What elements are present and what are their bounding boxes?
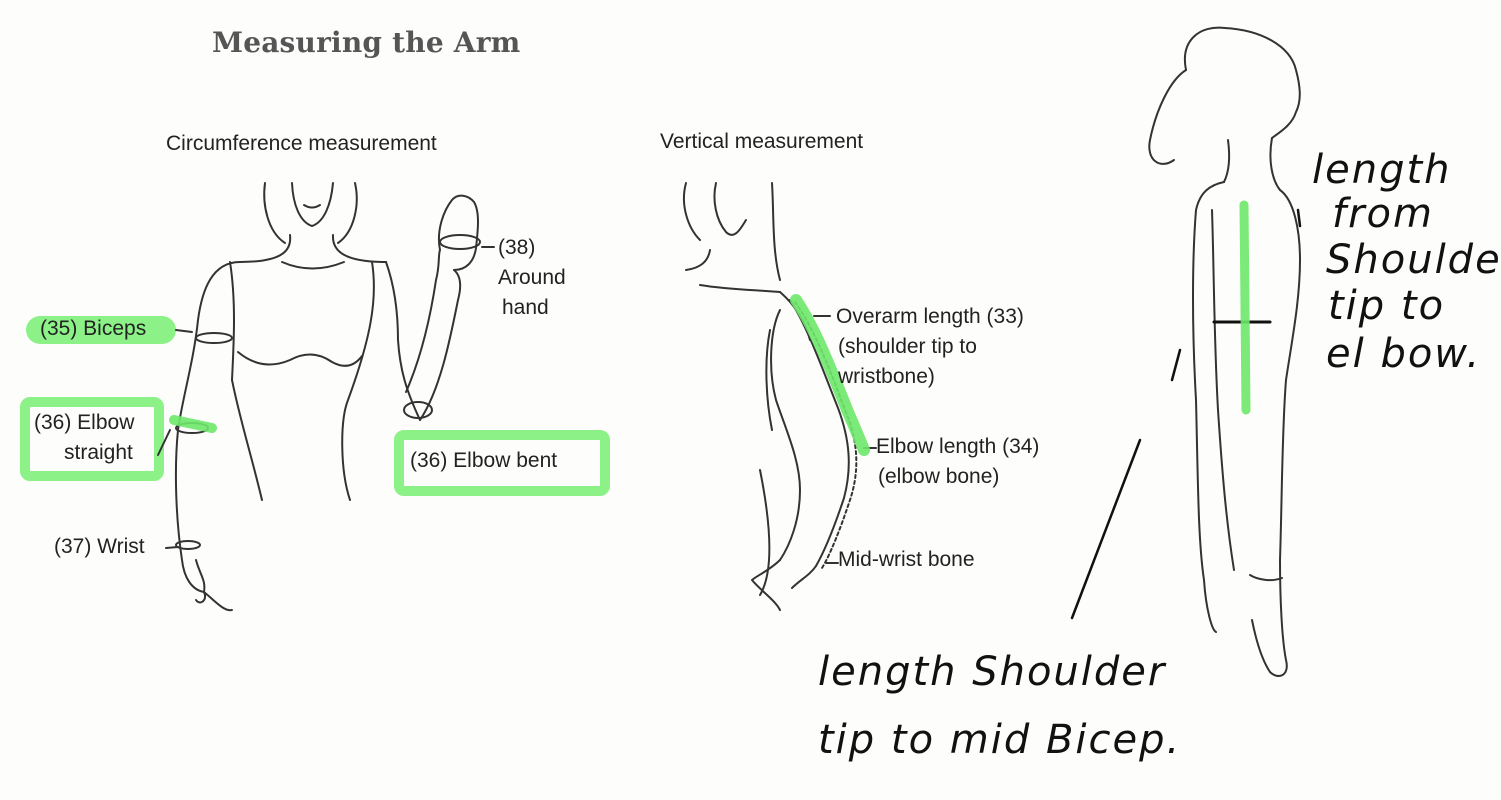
label-biceps: (35) Biceps	[40, 317, 147, 340]
label-hand-3: hand	[502, 296, 549, 319]
shoulder-elbow-highlight-stroke	[1244, 205, 1246, 410]
label-hand-1: (38)	[498, 236, 536, 259]
label-elbow-straight-1: (36) Elbow	[34, 411, 135, 434]
note-right-1: length	[1312, 147, 1452, 193]
note-right-3: Shoulder	[1326, 237, 1501, 283]
label-elbow-length-2: (elbow bone)	[878, 465, 1000, 488]
note-bottom-2: tip to mid Bicep.	[818, 717, 1182, 763]
label-elbow-bent: (36) Elbow bent	[410, 449, 558, 472]
sketch-figure	[1072, 28, 1300, 676]
label-elbow-length-1: Elbow length (34)	[876, 435, 1040, 458]
note-right-5: el bow.	[1326, 331, 1482, 377]
page-title: Measuring the Arm	[212, 26, 521, 59]
biceps-highlight	[26, 316, 176, 344]
label-elbow-straight-2: straight	[64, 441, 133, 464]
note-right-2: from	[1332, 191, 1434, 237]
label-overarm-2: (shoulder tip to	[838, 335, 977, 358]
circumference-heading: Circumference measurement	[166, 132, 437, 155]
front-figure	[158, 183, 494, 610]
elbow-bent-highlight	[394, 430, 610, 496]
note-bottom-1: length Shoulder	[818, 649, 1167, 695]
note-right-4: tip to	[1328, 283, 1446, 329]
elbow-straight-highlight	[20, 397, 164, 481]
label-hand-2: Around	[498, 266, 566, 289]
vertical-heading: Vertical measurement	[660, 130, 864, 153]
label-wrist: (37) Wrist	[54, 535, 145, 558]
side-figure	[684, 183, 876, 610]
label-midwrist: Mid-wrist bone	[838, 548, 975, 571]
label-overarm-3: wristbone)	[838, 365, 935, 388]
overarm-highlight-stroke	[796, 300, 864, 450]
label-overarm-1: Overarm length (33)	[836, 305, 1024, 328]
